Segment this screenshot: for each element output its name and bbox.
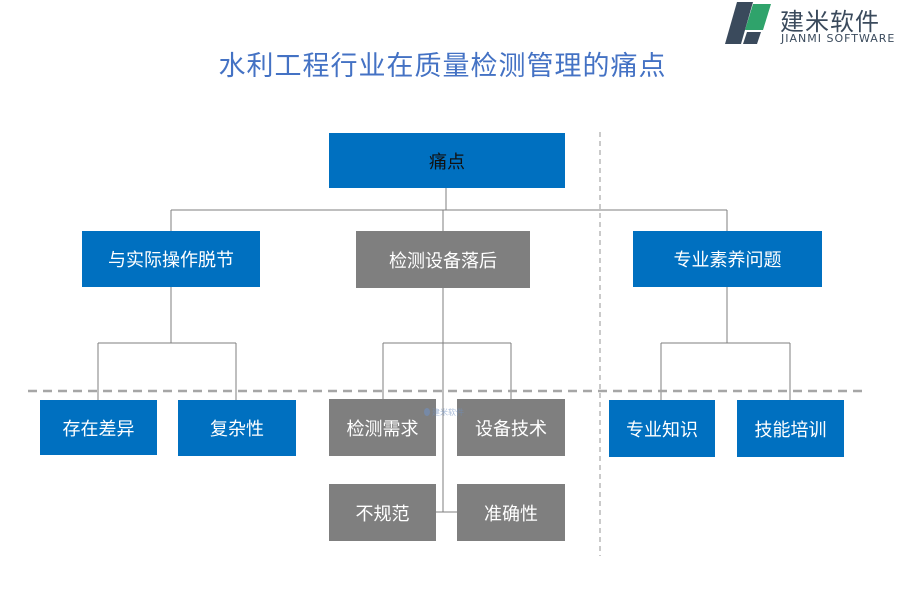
root-node: 痛点 (329, 133, 565, 188)
branch-node: 检测设备落后 (356, 231, 530, 288)
leaf-node: 存在差异 (40, 400, 157, 455)
jianmi-logo-icon (424, 408, 430, 416)
leaf-node: 准确性 (457, 484, 565, 541)
watermark-text: 建米软件 (432, 407, 464, 417)
leaf-node: 专业知识 (609, 400, 715, 457)
leaf-node: 设备技术 (457, 399, 565, 456)
jianmi-logo-icon (725, 2, 771, 44)
watermark: 建米软件 (424, 404, 464, 420)
logo-name-cn: 建米软件 (780, 8, 880, 36)
brand-logo: 建米软件 JIANMI SOFTWARE (723, 0, 900, 48)
leaf-node: 技能培训 (737, 400, 844, 457)
page-title: 水利工程行业在质量检测管理的痛点 (218, 51, 667, 82)
leaf-node: 检测需求 (329, 399, 436, 456)
branch-node: 专业素养问题 (633, 231, 822, 287)
leaf-node: 不规范 (329, 484, 436, 541)
leaf-node: 复杂性 (178, 400, 296, 456)
logo-name-en: JIANMI SOFTWARE (781, 32, 896, 45)
branch-node: 与实际操作脱节 (82, 231, 260, 287)
